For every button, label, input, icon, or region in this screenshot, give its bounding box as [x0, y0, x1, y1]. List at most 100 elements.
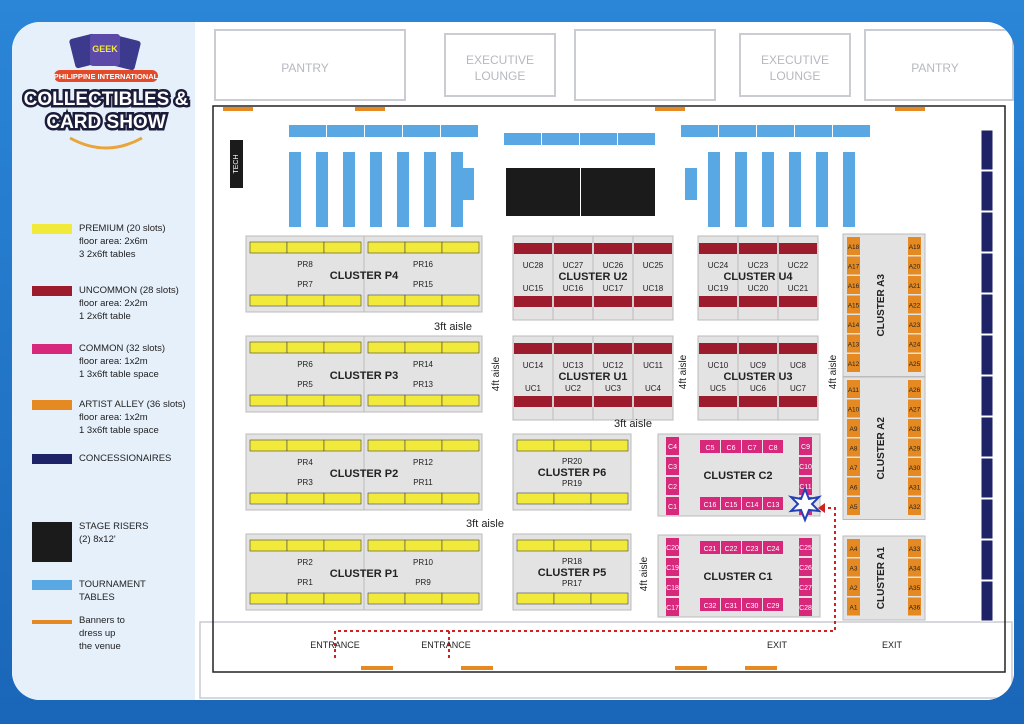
room-wall [214, 29, 406, 101]
legend-line: COMMON (32 slots) [79, 343, 166, 354]
slot-label-c14: C14 [746, 502, 759, 509]
tournament-table [343, 152, 355, 227]
aisle-label-v4: 4ft aisle [639, 556, 650, 591]
premium-table [404, 492, 443, 505]
cluster-name-p2: CLUSTER P2 [330, 468, 398, 480]
uncommon-table [594, 396, 632, 407]
concessionaire-stall [980, 580, 994, 622]
slot-label-pr13: PR13 [413, 380, 434, 389]
legend-line: 1 3x6ft table space [79, 369, 159, 380]
uncommon-table [779, 396, 817, 407]
artist-table [908, 558, 921, 577]
slot-label-c17: C17 [666, 605, 679, 612]
premium-table [249, 341, 288, 354]
common-table [763, 541, 783, 554]
slot-label-c8: C8 [769, 445, 778, 452]
common-table [666, 538, 679, 556]
banner [655, 107, 685, 111]
uncommon-table [739, 396, 777, 407]
uncommon-table [634, 343, 672, 354]
concessionaire-stall [980, 416, 994, 458]
uncommon-table [634, 243, 672, 254]
legend-swatch-artist [32, 400, 72, 410]
slot-label-uc20: UC20 [748, 284, 769, 293]
slot-label-pr3: PR3 [297, 478, 313, 487]
premium-table [516, 592, 555, 605]
slot-label-a23: A23 [909, 322, 921, 329]
premium-table [404, 439, 443, 452]
slot-label-c20: C20 [666, 545, 679, 552]
artist-table [847, 256, 860, 275]
slot-label-a16: A16 [848, 283, 860, 290]
common-table [666, 457, 679, 475]
slot-label-c5: C5 [706, 445, 715, 452]
artist-table [847, 380, 860, 398]
tournament-table [441, 125, 478, 137]
uncommon-table [554, 343, 592, 354]
premium-table [441, 241, 480, 254]
premium-table [441, 394, 480, 407]
artist-table [847, 354, 860, 372]
slot-label-a13: A13 [848, 342, 860, 349]
slot-label-pr16: PR16 [413, 260, 434, 269]
logo-line2: CARD SHOW [46, 112, 165, 133]
premium-table [367, 341, 406, 354]
concessionaire-stall [980, 498, 994, 540]
legend-line: ARTIST ALLEY (36 slots) [79, 399, 186, 410]
common-table [799, 598, 812, 616]
slot-label-a33: A33 [909, 546, 921, 553]
uncommon-table [739, 243, 777, 254]
uncommon-table [554, 243, 592, 254]
slot-label-c22: C22 [725, 546, 738, 553]
slot-label-uc11: UC11 [643, 361, 663, 370]
legend-text-stage: STAGE RISERS(2) 8x12' [79, 520, 149, 546]
legend-line: Banners to [79, 615, 125, 626]
premium-table [286, 592, 325, 605]
premium-table [367, 241, 406, 254]
premium-table [441, 592, 480, 605]
premium-table [553, 592, 592, 605]
hall-outline [212, 105, 1006, 673]
slot-label-uc8: UC8 [790, 361, 807, 370]
artist-table [908, 276, 921, 294]
premium-table [367, 394, 406, 407]
tournament-table [289, 152, 301, 227]
premium-table [590, 592, 629, 605]
stage-riser [581, 168, 655, 216]
premium-table [404, 592, 443, 605]
slot-label-a11: A11 [848, 387, 859, 394]
slot-label-uc27: UC27 [563, 261, 584, 270]
slot-label-uc6: UC6 [750, 384, 767, 393]
room-label-exec-left: EXECUTIVE [466, 53, 534, 67]
slot-label-c24: C24 [767, 546, 780, 553]
premium-table [286, 294, 325, 307]
aisle-label-v1: 4ft aisle [491, 356, 502, 391]
premium-table [516, 492, 555, 505]
artist-table [847, 438, 860, 457]
tournament-table [843, 152, 855, 227]
uncommon-table [779, 243, 817, 254]
common-table [742, 598, 762, 611]
tournament-table [681, 125, 718, 137]
slot-label-a17: A17 [848, 264, 860, 271]
tournament-table [462, 168, 474, 200]
common-table [799, 437, 812, 455]
uncommon-table [634, 296, 672, 307]
slot-label-uc25: UC25 [643, 261, 664, 270]
common-table [763, 497, 783, 510]
banner [895, 107, 925, 111]
artist-table [908, 334, 921, 353]
uncommon-table [699, 396, 737, 407]
common-table [666, 598, 679, 616]
premium-table [323, 294, 362, 307]
tournament-table [618, 133, 655, 145]
slot-label-uc17: UC17 [603, 284, 624, 293]
cluster-name-p1: CLUSTER P1 [330, 568, 398, 580]
slot-label-a22: A22 [909, 303, 921, 310]
legend-line: TABLES [79, 592, 115, 603]
tournament-table [719, 125, 756, 137]
slot-label-c3: C3 [668, 464, 677, 471]
premium-table [404, 539, 443, 552]
artist-table [908, 237, 921, 255]
